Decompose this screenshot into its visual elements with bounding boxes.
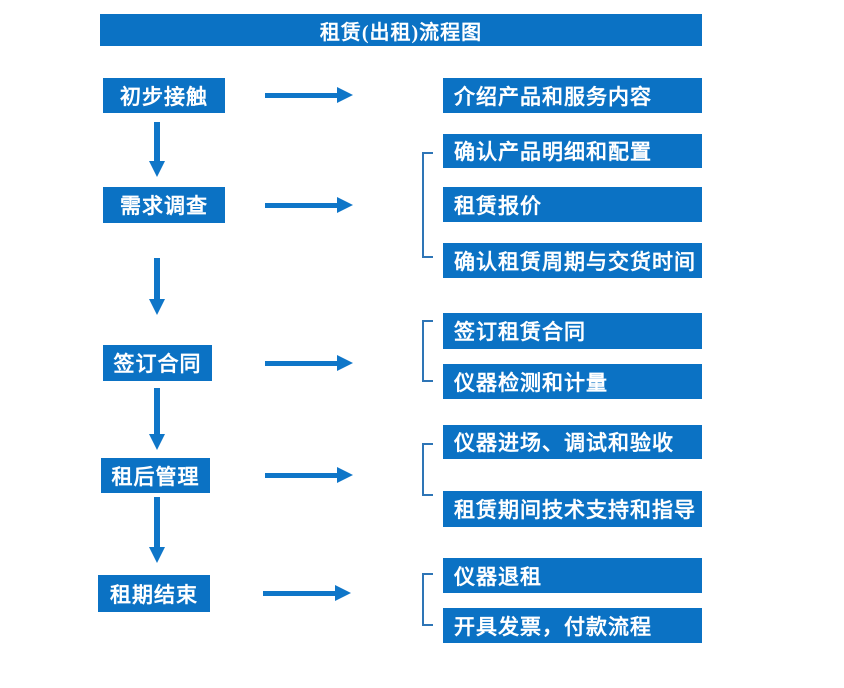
bracket-left-icon [422,443,433,496]
arrow-down-shaft [154,388,160,434]
detail-invoice-payment: 开具发票，付款流程 [443,608,702,643]
flow-step-sign-contract: 签订合同 [103,345,212,381]
detail-introduce-products-services: 介绍产品和服务内容 [443,78,702,113]
detail-instrument-test-metering: 仪器检测和计量 [443,364,702,399]
arrow-down-icon [149,497,165,563]
arrow-right-icon [265,87,353,103]
flow-step-post-rental-management: 租后管理 [101,458,210,493]
arrow-down-icon [149,122,165,177]
flow-step-demand-survey: 需求调查 [103,187,225,223]
arrow-right-head [337,87,353,103]
arrow-right-shaft [265,202,337,208]
arrow-down-shaft [154,258,160,299]
arrow-down-head [149,161,165,177]
arrow-right-shaft [265,92,337,98]
detail-confirm-period-delivery: 确认租赁周期与交货时间 [443,243,702,278]
arrow-right-head [337,355,353,371]
arrow-down-shaft [154,122,160,161]
arrow-right-shaft [265,360,337,366]
arrow-right-head [337,197,353,213]
arrow-right-head [337,467,353,483]
arrow-right-shaft [263,590,335,596]
arrow-down-head [149,434,165,450]
arrow-right-icon [263,585,351,601]
detail-rental-quotation: 租赁报价 [443,187,702,222]
arrow-down-head [149,299,165,315]
arrow-right-head [335,585,351,601]
arrow-down-icon [149,258,165,315]
arrow-down-head [149,547,165,563]
arrow-down-shaft [154,497,160,547]
detail-instrument-setup-acceptance: 仪器进场、调试和验收 [443,425,702,459]
arrow-down-icon [149,388,165,450]
detail-confirm-product-config: 确认产品明细和配置 [443,134,702,168]
arrow-right-icon [265,197,353,213]
bracket-left-icon [422,573,433,626]
bracket-left-icon [422,320,433,382]
flow-step-lease-end: 租期结束 [98,575,210,612]
detail-sign-rental-contract: 签订租赁合同 [443,313,702,349]
arrow-right-icon [265,467,353,483]
diagram-title: 租赁(出租)流程图 [100,14,702,46]
detail-instrument-return: 仪器退租 [443,558,702,593]
bracket-left-icon [422,152,433,258]
arrow-right-shaft [265,472,337,478]
flow-step-initial-contact: 初步接触 [103,78,225,113]
arrow-right-icon [265,355,353,371]
detail-technical-support: 租赁期间技术支持和指导 [443,491,702,527]
